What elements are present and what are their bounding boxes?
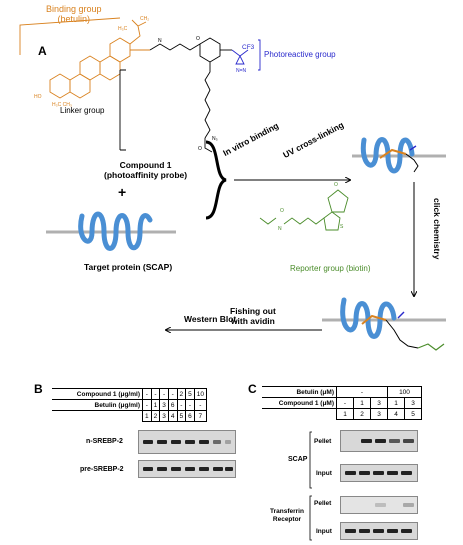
transferrin-label: Transferrin Receptor (270, 508, 304, 524)
biotin-o: O (280, 208, 284, 214)
fishing-out-label: Fishing out with avidin (230, 306, 276, 326)
plus-sign: + (118, 184, 127, 200)
cf3-label: CF3 (242, 44, 255, 51)
linker-label: Linker group (60, 106, 105, 115)
panel-a-letter: A (38, 44, 47, 58)
biotin-nh: N (278, 226, 282, 232)
betulin-h3c: H₃C (118, 26, 128, 32)
amide-o: O (196, 36, 200, 42)
compound1-line1: Compound 1 (119, 160, 172, 170)
photoreactive-label: Photoreactive group (264, 50, 336, 59)
lane-number: 4 (167, 410, 178, 422)
biotin-o2: O (334, 182, 338, 188)
binding-group-label: Binding group (betulin) (46, 4, 102, 24)
biotin-s: S (340, 224, 344, 230)
binding-group-line2: (betulin) (57, 14, 91, 24)
azide-n3: N₃ (212, 136, 218, 142)
reporter-group-label: Reporter group (biotin) (290, 264, 371, 273)
lane-number: 3 (159, 410, 169, 422)
transferrin-input-label: Input (316, 528, 332, 535)
panel-c-letter: C (248, 382, 257, 396)
panel-c-row-lanes: 1 2 3 4 5 (262, 408, 422, 420)
lane-number: 5 (176, 410, 187, 422)
amide2-o: O (198, 146, 202, 152)
transferrin-pellet-blot (340, 496, 418, 514)
betulin-ch2: CH₂ (140, 16, 149, 22)
scap-pellet-label: Pellet (314, 438, 332, 445)
panel-c-row-compound: Compound 1 (μM) - 1 3 1 3 (262, 397, 422, 409)
scap-label: SCAP (288, 456, 308, 463)
diazirine-n: N=N (236, 68, 247, 74)
transferrin-line1: Transferrin (270, 508, 304, 515)
n-srebp2-label: n-SREBP-2 (86, 438, 123, 445)
fishing-line1: Fishing out (230, 306, 276, 316)
panel-c-condition-table: Betulin (μM) - 100 Compound 1 (μM) - 1 3… (262, 386, 422, 420)
scap-pellet-blot (340, 430, 418, 452)
panel-b-betulin-label: Betulin (μg/ml) (52, 399, 143, 411)
transferrin-input-blot (340, 522, 418, 540)
amide-nh: N (158, 38, 162, 44)
lane-number: 1 (142, 410, 152, 422)
panel-b-condition-table: Compound 1 (μg/ml) - - - - 2 5 10 Betuli… (52, 388, 207, 422)
target-protein-label: Target protein (SCAP) (84, 262, 173, 272)
compound1-label: Compound 1 (photoaffinity probe) (104, 160, 187, 180)
panel-b-row-lanes: 1 2 3 4 5 6 7 (52, 410, 207, 422)
compound1-line2: (photoaffinity probe) (104, 170, 188, 180)
panel-b-letter: B (34, 382, 43, 396)
scap-input-label: Input (316, 470, 332, 477)
fishing-line2: with avidin (230, 316, 275, 326)
lane-number: 2 (150, 410, 161, 422)
pre-srebp2-label: pre-SREBP-2 (80, 466, 124, 473)
n-srebp2-blot (138, 430, 236, 454)
binding-group-line1: Binding group (46, 4, 102, 14)
betulin-methyls: H₃C CH₃ (52, 102, 72, 108)
betulin-ho: HO (34, 94, 42, 100)
scap-input-blot (340, 464, 418, 482)
pre-srebp2-blot (138, 460, 236, 478)
lane-number: 7 (193, 410, 207, 422)
transferrin-line2: Receptor (272, 516, 302, 523)
western-blot-label: Western Blot (184, 314, 237, 324)
transferrin-pellet-label: Pellet (314, 500, 332, 507)
lane-number: 5 (404, 408, 422, 420)
